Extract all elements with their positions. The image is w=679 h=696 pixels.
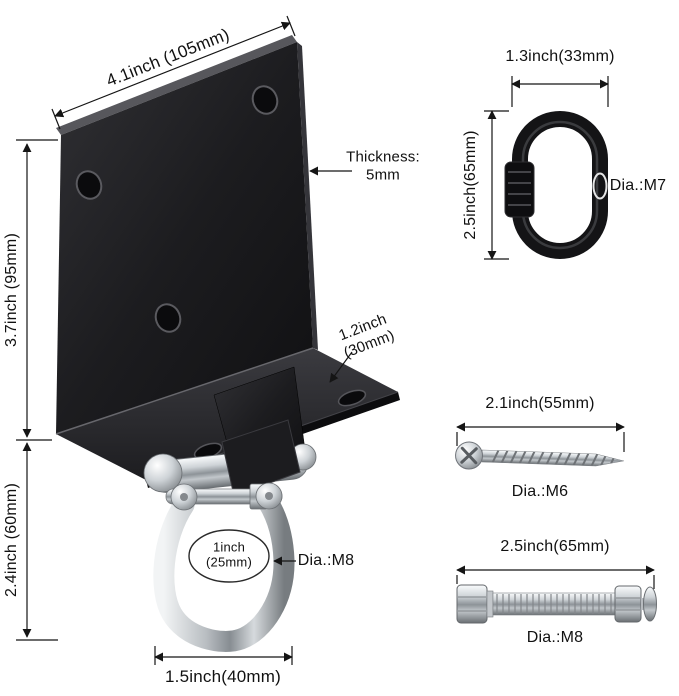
lock-sleeve-ridges	[508, 171, 531, 206]
quicklink-diameter-label: Dia.:M7	[609, 177, 667, 194]
shackle-width-label: 1.5inch(40mm)	[165, 667, 281, 686]
pin-diameter-line1: 1inch	[212, 539, 246, 555]
extension-line	[286, 15, 296, 37]
pin-diameter-label: 1inch (25mm)	[206, 540, 252, 571]
shackle-ear-center	[265, 492, 273, 500]
shackle-diameter-label: Dia.:M8	[297, 552, 355, 569]
plate-right-edge	[297, 42, 318, 350]
bolt-threads	[496, 594, 612, 614]
shackle-ear-center	[180, 493, 188, 501]
hex-nut	[614, 585, 642, 623]
swivel-clevis-wrap	[221, 419, 301, 497]
quicklink-width-label: 1.3inch(33mm)	[505, 48, 615, 65]
hex-bolt	[456, 584, 657, 624]
thickness-label-line1: Thickness:	[346, 148, 420, 166]
pin-diameter-line2: (25mm)	[206, 555, 252, 570]
shackle	[153, 482, 295, 652]
quicklink-height-label: 2.5inch(65mm)	[462, 130, 479, 240]
screw-length-label: 2.1inch(55mm)	[485, 395, 595, 412]
quick-link-lock-sleeve	[504, 161, 535, 218]
flange-width-arrow	[329, 351, 353, 383]
wood-screw	[455, 441, 625, 470]
swing-hanger-bracket	[55, 35, 400, 652]
mounting-hole	[75, 170, 103, 200]
dimension-lines	[16, 15, 655, 665]
bolt-length-label: 2.5inch(65mm)	[500, 538, 610, 555]
plate-height-label: 3.7inch (95mm)	[3, 233, 20, 347]
swivel-assembly	[143, 366, 317, 497]
bolt-collar	[486, 590, 494, 618]
bolt-diameter-label: Dia.:M8	[526, 629, 584, 646]
plate-face	[56, 42, 313, 434]
washer	[643, 586, 657, 622]
swivel-pin-left-cap	[143, 453, 183, 493]
bolt-shank	[492, 592, 616, 616]
thickness-label: Thickness: 5mm	[346, 148, 420, 183]
shackle-bow	[153, 491, 295, 652]
plate-width-dimension	[54, 21, 291, 118]
thickness-label-line2: 5mm	[366, 166, 400, 183]
extension-line	[51, 108, 61, 130]
flange-fold-highlight	[55, 347, 314, 435]
wire-diameter-marker	[592, 172, 608, 200]
mounting-hole	[154, 303, 182, 333]
quick-link	[504, 111, 608, 259]
screw-diameter-label: Dia.:M6	[511, 483, 569, 500]
pin-callout-ellipse	[188, 529, 270, 583]
flange-hole	[337, 389, 367, 407]
swivel-height-label: 2.4inch (60mm)	[3, 483, 20, 597]
phillips-drive-icon	[460, 446, 478, 465]
bolt-head	[456, 584, 488, 624]
